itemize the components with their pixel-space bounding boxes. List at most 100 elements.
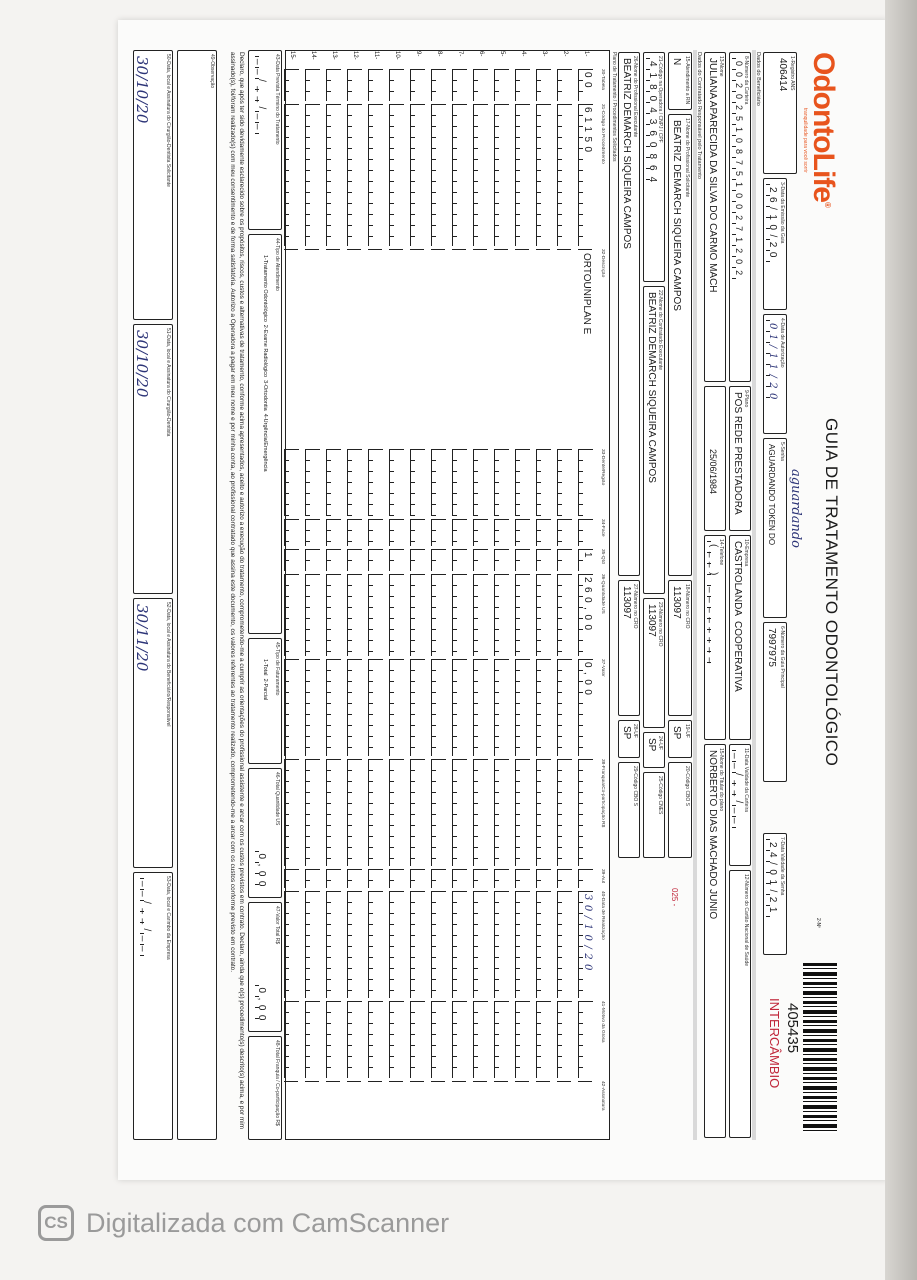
cell-franquia: [452, 759, 467, 866]
table-row: 15-: [282, 51, 303, 1139]
cell-qtd_us: [536, 574, 551, 656]
cell-aut: [494, 869, 509, 888]
cell-aut: [284, 869, 299, 888]
field-value: 1-Tratamento Odontológico 2-Exame Radiol…: [262, 255, 268, 472]
cell-assinatura: [452, 1081, 466, 1136]
cell-glosa: [389, 1001, 404, 1078]
logo-text: OdontoLife: [807, 52, 840, 202]
cell-data: [410, 891, 425, 998]
field-label: 27-Número no CRO: [632, 584, 638, 629]
cell-data: [368, 891, 383, 998]
field-value: N: [671, 58, 682, 66]
camscanner-icon: CS: [38, 1205, 74, 1241]
cell-descricao: [452, 249, 466, 446]
field-value: SP: [646, 738, 657, 752]
field-value: 1-Total 2-Parcial: [262, 659, 268, 701]
cell-franquia: [578, 759, 593, 866]
cell-assinatura: [578, 1081, 592, 1136]
signature-date: 30/10/20: [133, 56, 151, 124]
cell-codigo: [389, 104, 404, 246]
field-value: NORBERTO DIAS MACHADO JUNIO: [707, 750, 718, 920]
field-label: 48-Total Franquia / Co-participação R$: [274, 1040, 280, 1126]
cell-codigo: 61150: [578, 104, 593, 246]
cell-n: 1-: [583, 51, 589, 57]
cell-dente: [410, 449, 425, 516]
cell-qtd: [473, 549, 488, 571]
cell-franquia: [389, 759, 404, 866]
cell-descricao: [473, 249, 487, 446]
cell-tabela: [431, 69, 446, 101]
cell-dente: [515, 449, 530, 516]
table-row: 5-: [492, 51, 513, 1139]
cell-aut: [431, 869, 446, 888]
cell-tabela: [515, 69, 530, 101]
cell-franquia: [557, 759, 572, 866]
field-label: 50-Data, local e Assinatura do Cirurgião…: [165, 54, 171, 187]
cell-aut: [452, 869, 467, 888]
cell-dente: [389, 449, 404, 516]
cell-codigo: [305, 104, 320, 246]
table-row: 14-: [303, 51, 324, 1139]
validade-carteira-field: 11-Data Validade da Carteira__/__/__: [729, 744, 751, 866]
cell-codigo: [326, 104, 341, 246]
cell-face: [368, 519, 383, 546]
cell-assinatura: [389, 1081, 403, 1136]
cell-dente: [431, 449, 446, 516]
cell-qtd_us: [305, 574, 320, 656]
cell-valor: [410, 659, 425, 756]
section-plano: Plano de Tratamento / Procedimentos Soli…: [611, 52, 617, 162]
cell-n: 10-: [394, 51, 400, 60]
cell-qtd_us: [452, 574, 467, 656]
column-header: 36-Quantidade US: [600, 574, 606, 614]
cell-tabela: [389, 69, 404, 101]
cell-dente: [347, 449, 362, 516]
cell-data: [536, 891, 551, 998]
field-label: 18-Número no CRO: [684, 584, 690, 629]
column-header: 39-Aut: [600, 869, 606, 884]
table-row: 10-: [387, 51, 408, 1139]
cell-qtd: [347, 549, 362, 571]
signature-date: 30/11/20: [133, 604, 151, 672]
field-value: 00202510875100271202: [732, 58, 744, 282]
column-header: 40-Data de Realização: [600, 891, 606, 940]
field-label: 25-Código CNES: [657, 776, 663, 815]
field-label: 15-Nome do Titular do plano: [718, 748, 724, 812]
cell-franquia: [431, 759, 446, 866]
signature-date: 30/10/20: [133, 330, 151, 398]
cell-qtd: [494, 549, 509, 571]
cell-glosa: [515, 1001, 530, 1078]
cell-n: 11-: [373, 51, 379, 60]
cell-dente: [536, 449, 551, 516]
cell-data: [494, 891, 509, 998]
cell-descricao: [389, 249, 403, 446]
cell-valor: [347, 659, 362, 756]
cell-descricao: [410, 249, 424, 446]
cell-face: [305, 519, 320, 546]
cell-qtd: [305, 549, 320, 571]
cell-franquia: [305, 759, 320, 866]
divider: [693, 50, 697, 1140]
cell-aut: [326, 869, 341, 888]
cell-face: [389, 519, 404, 546]
cell-franquia: [515, 759, 530, 866]
cell-dente: [284, 449, 299, 516]
field-label: 19-UF: [684, 724, 690, 738]
cell-aut: [305, 869, 320, 888]
field-value: 113097: [646, 604, 657, 637]
cell-tabela: 00: [578, 69, 593, 101]
cell-assinatura: [410, 1081, 424, 1136]
column-header: 42-Assinatura: [600, 1081, 606, 1111]
cell-descricao: [326, 249, 340, 446]
column-header: 34-Face: [600, 519, 606, 537]
cell-aut: [536, 869, 551, 888]
cell-qtd_us: [284, 574, 299, 656]
cell-n: 13-: [331, 51, 337, 60]
